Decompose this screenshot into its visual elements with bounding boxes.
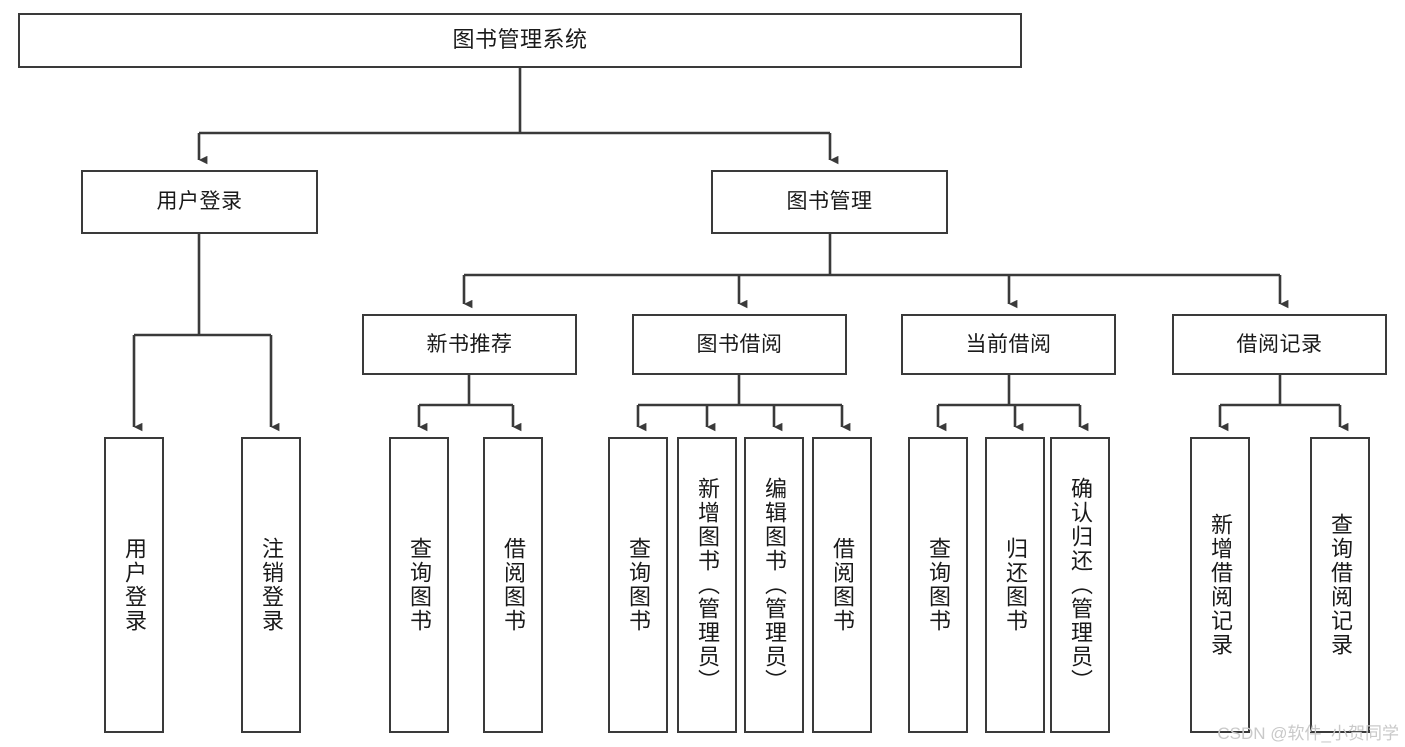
node-leaf-return-book-label: 归还图书 [1003, 537, 1028, 633]
node-leaf-query-book-current[interactable]: 查询图书 [908, 437, 968, 733]
node-book-borrow[interactable]: 图书借阅 [632, 314, 847, 375]
node-current-borrow[interactable]: 当前借阅 [901, 314, 1116, 375]
connector-group-new-book-rec [417, 375, 522, 432]
connector-group-book-borrow [636, 375, 851, 432]
node-user-login-label: 用户登录 [156, 190, 243, 214]
node-book-manage-label: 图书管理 [786, 190, 873, 214]
node-leaf-return-book[interactable]: 归还图书 [985, 437, 1045, 733]
node-borrow-record-label: 借阅记录 [1236, 332, 1323, 356]
node-book-manage[interactable]: 图书管理 [711, 170, 948, 234]
connector-group-book-manage [462, 234, 1289, 309]
connector-group-user-login [132, 234, 280, 432]
node-leaf-query-book-current-label: 查询图书 [926, 537, 951, 633]
node-leaf-logout-label: 注销登录 [259, 537, 284, 633]
node-leaf-query-borrow-record[interactable]: 查询借阅记录 [1310, 437, 1370, 733]
node-leaf-add-borrow-record[interactable]: 新增借阅记录 [1190, 437, 1250, 733]
node-book-borrow-label: 图书借阅 [696, 332, 783, 356]
node-leaf-user-login[interactable]: 用户登录 [104, 437, 164, 733]
connector-group-root [197, 68, 839, 165]
node-root[interactable]: 图书管理系统 [18, 13, 1022, 68]
connector-group-current-borrow [936, 375, 1089, 432]
node-leaf-add-book-admin[interactable]: 新增图书（管理员） [677, 437, 737, 733]
csdn-watermark: CSDN @软件_小贺同学 [1217, 724, 1399, 743]
node-leaf-borrow-book-label: 借阅图书 [830, 537, 855, 633]
node-leaf-add-borrow-record-label: 新增借阅记录 [1208, 513, 1233, 657]
node-leaf-logout[interactable]: 注销登录 [241, 437, 301, 733]
node-leaf-borrow-book[interactable]: 借阅图书 [812, 437, 872, 733]
node-leaf-query-book-rec[interactable]: 查询图书 [389, 437, 449, 733]
node-leaf-query-borrow-record-label: 查询借阅记录 [1328, 513, 1353, 657]
node-leaf-edit-book-admin[interactable]: 编辑图书（管理员） [744, 437, 804, 733]
node-leaf-query-book-borrow-label: 查询图书 [626, 537, 651, 633]
node-leaf-edit-book-admin-label: 编辑图书（管理员） [762, 477, 787, 693]
node-current-borrow-label: 当前借阅 [965, 332, 1052, 356]
node-leaf-borrow-book-rec-label: 借阅图书 [501, 537, 526, 633]
node-new-book-rec-label: 新书推荐 [426, 332, 513, 356]
node-leaf-user-login-label: 用户登录 [122, 537, 147, 633]
node-leaf-query-book-rec-label: 查询图书 [407, 537, 432, 633]
node-borrow-record[interactable]: 借阅记录 [1172, 314, 1387, 375]
connector-group-borrow-record [1218, 375, 1349, 432]
node-root-label: 图书管理系统 [452, 27, 588, 53]
node-leaf-confirm-return-admin-label: 确认归还（管理员） [1068, 477, 1093, 693]
node-leaf-query-book-borrow[interactable]: 查询图书 [608, 437, 668, 733]
node-leaf-add-book-admin-label: 新增图书（管理员） [695, 477, 720, 693]
node-new-book-rec[interactable]: 新书推荐 [362, 314, 577, 375]
node-leaf-confirm-return-admin[interactable]: 确认归还（管理员） [1050, 437, 1110, 733]
node-leaf-borrow-book-rec[interactable]: 借阅图书 [483, 437, 543, 733]
node-user-login[interactable]: 用户登录 [81, 170, 318, 234]
